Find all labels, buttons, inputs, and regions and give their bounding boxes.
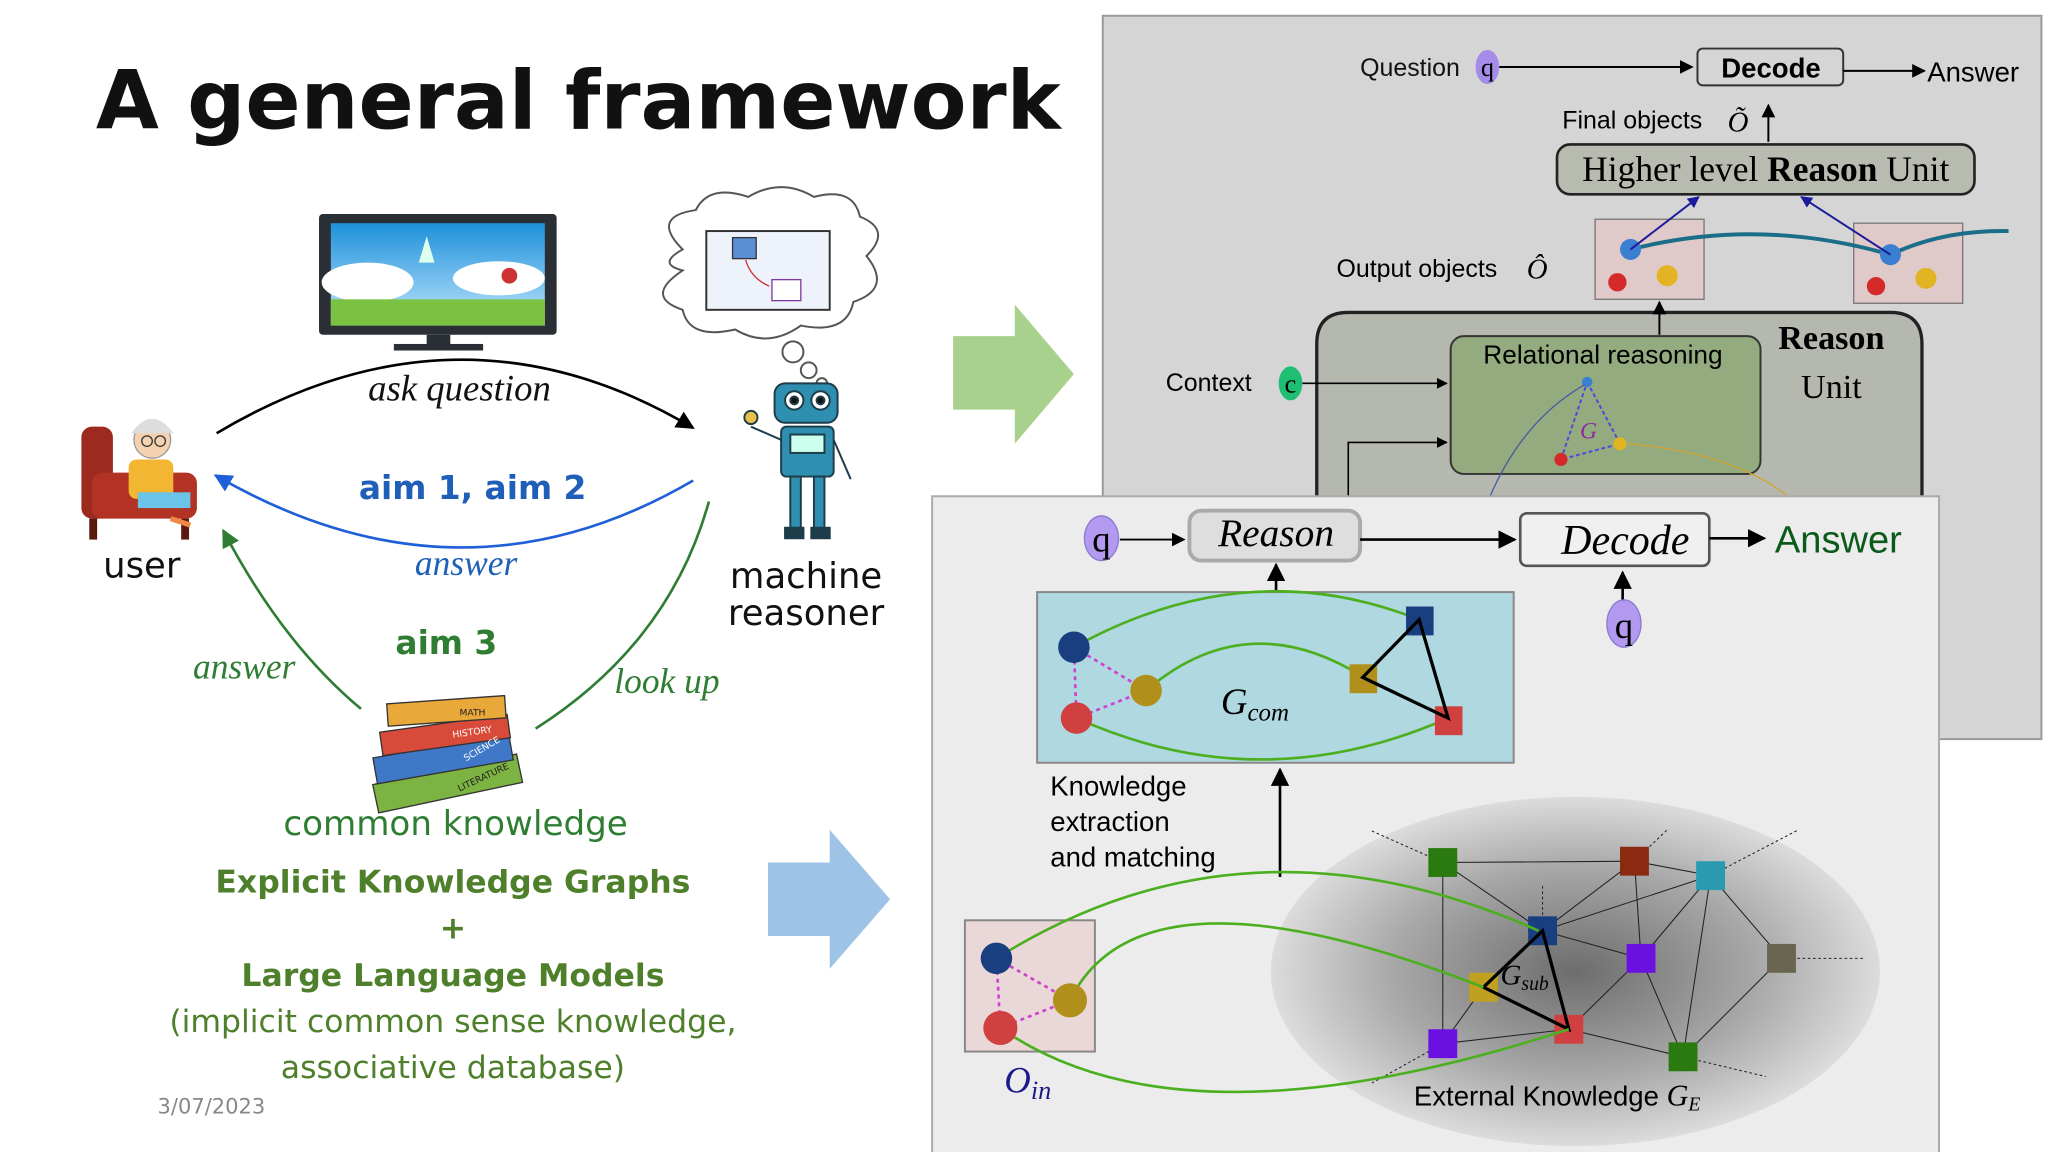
- answer-label: Answer: [1927, 56, 2019, 87]
- books-illustration: MATH HISTORY SCIENCE LITERATURE: [371, 694, 524, 814]
- unit-label: Unit: [1801, 369, 1862, 406]
- slide-title: A general framework: [96, 54, 1063, 149]
- q-symbol: q: [1615, 605, 1633, 646]
- blue-block-arrow: [768, 829, 891, 969]
- gcom-symbol: Gcom: [1221, 681, 1289, 727]
- book-title: MATH: [459, 707, 485, 718]
- final-objects-label: Final objects: [1562, 107, 1702, 135]
- ask-question-arrow: [215, 358, 695, 435]
- plus-label: +: [440, 911, 466, 947]
- user-label: user: [103, 546, 181, 587]
- green-block-arrow: [953, 304, 1074, 444]
- q-symbol: q: [1481, 53, 1494, 82]
- associative-label: associative database): [281, 1050, 625, 1086]
- aim3-label: aim 3: [395, 624, 497, 662]
- knowledge-label-2: extraction: [1050, 806, 1169, 837]
- external-knowledge-cloud: [1270, 796, 1880, 1147]
- ask-question-label: ask question: [368, 367, 551, 408]
- explicit-kg-label: Explicit Knowledge Graphs: [215, 865, 690, 901]
- aim12-label: aim 1, aim 2: [359, 469, 587, 507]
- g-symbol: G: [1580, 418, 1597, 444]
- answer-green-arrow: [222, 528, 362, 710]
- knowledge-label-3: and matching: [1050, 841, 1215, 872]
- higher-reason-unit-box: [1555, 143, 1976, 196]
- llm-label: Large Language Models: [241, 958, 664, 994]
- output-objects-label: Output objects: [1336, 255, 1497, 283]
- q-symbol: q: [1092, 518, 1110, 559]
- implicit-label: (implicit common sense knowledge,: [169, 1004, 736, 1040]
- gsub-symbol: Gsub: [1501, 960, 1549, 995]
- decode-box: [1696, 47, 1845, 87]
- final-objects-symbol: Õ: [1728, 105, 1749, 138]
- higher-reason-unit-label: Higher level Reason Unit: [1582, 149, 1949, 189]
- book-title: HISTORY: [452, 724, 493, 740]
- look-up-line: [534, 501, 711, 730]
- knowledge-label-1: Knowledge: [1050, 771, 1186, 802]
- answer-green-label: answer: [193, 647, 296, 687]
- common-knowledge-label: common knowledge: [283, 804, 627, 844]
- answer-label: Answer: [1775, 520, 1902, 562]
- relational-reasoning-box: [1449, 335, 1762, 475]
- reasoner-label-2: reasoner: [728, 593, 885, 634]
- decode-label: Decode: [1721, 52, 1821, 83]
- relational-reasoning-label: Relational reasoning: [1483, 340, 1722, 370]
- oin-symbol: Oin: [1004, 1059, 1051, 1105]
- reasoner-label-1: machine: [730, 556, 882, 597]
- reason-box: [1187, 508, 1363, 563]
- question-label: Question: [1360, 54, 1460, 82]
- external-knowledge-label: External Knowledge GE: [1414, 1078, 1701, 1115]
- tv-illustration: [319, 213, 557, 351]
- answer-blue-label: answer: [415, 543, 518, 583]
- decode-label: Decode: [1560, 518, 1689, 564]
- thought-cloud-illustration: [662, 186, 879, 390]
- reason-label: Reason: [1217, 511, 1334, 555]
- answer-blue-arrow: [213, 474, 694, 549]
- look-up-label: look up: [614, 661, 719, 701]
- reason-label: Reason: [1778, 320, 1884, 357]
- slide-date: 3/07/2023: [158, 1094, 266, 1118]
- c-symbol: c: [1285, 370, 1297, 399]
- bottom-diagram-panel: q Reason Decode Answer q Gcom Knowledge …: [931, 495, 1941, 1152]
- robot-illustration: [743, 382, 852, 540]
- context-label: Context: [1166, 369, 1252, 397]
- user-grandma-illustration: [81, 418, 197, 540]
- gcom-box: [1036, 591, 1515, 764]
- output-objects-symbol: Ô: [1527, 252, 1548, 285]
